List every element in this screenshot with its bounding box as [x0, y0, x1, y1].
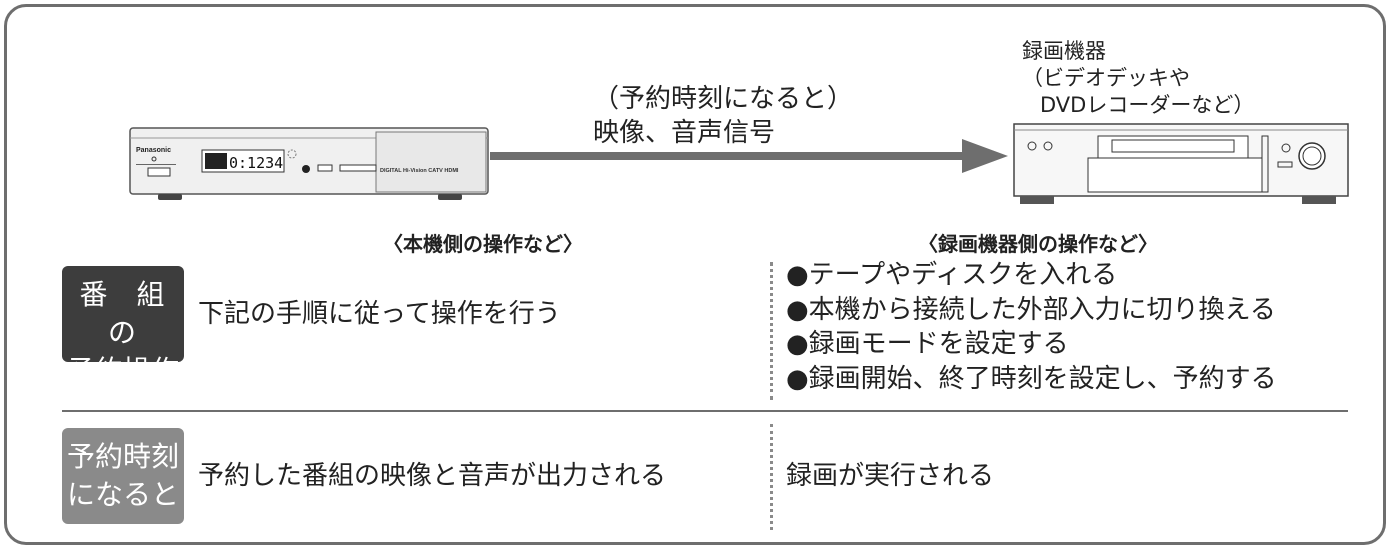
right-column-heading: 〈録画機器側の操作など〉	[918, 232, 1158, 256]
recorder-label-line2: （ビデオデッキや	[1022, 66, 1190, 90]
row-2-left-text: 予約した番組の映像と音声が出力される	[198, 461, 667, 491]
signal-label-line1: （予約時刻になると）	[593, 84, 854, 114]
row-2-right-text: 録画が実行される	[786, 461, 995, 491]
badge-1-line1: 番 組 の	[79, 278, 175, 349]
recorder-label: 録画機器 （ビデオデッキや DVDレコーダーなど）	[1022, 38, 1254, 119]
signal-label: （予約時刻になると） 映像、音声信号	[593, 82, 853, 150]
stb-display: 0:1234	[229, 154, 283, 172]
recorder-step: ●テープやディスクを入れる	[786, 260, 1118, 290]
row-divider	[62, 410, 1348, 412]
badge-1-line2: 予約操作	[66, 354, 179, 387]
row-2-column-separator	[770, 424, 773, 530]
recorder-step: ●録画モードを設定する	[786, 329, 1069, 359]
badge-at-reservation-time: 予約時刻 になると	[62, 428, 184, 524]
stb-brand: Panasonic	[136, 147, 171, 154]
signal-arrow-line	[490, 152, 968, 160]
set-top-box-illustration: Panasonic 0:1234 DIGITAL Hi-Vision CATV …	[129, 127, 489, 200]
recorder-label-line3: DVDレコーダーなど）	[1040, 93, 1255, 117]
row-1-column-separator	[770, 262, 773, 400]
badge-program-reservation: 番 組 の 予約操作	[62, 266, 184, 387]
row-1-left-text: 下記の手順に従って操作を行う	[198, 299, 561, 329]
signal-arrow-head	[962, 139, 1008, 173]
diagram-frame	[4, 4, 1386, 545]
badge-2-line2: になると	[66, 478, 179, 511]
recorder-label-line1: 録画機器	[1022, 39, 1106, 63]
signal-label-line2: 映像、音声信号	[593, 118, 776, 148]
recorder-illustration	[1013, 123, 1349, 204]
stb-panel-text: DIGITAL Hi-Vision CATV HDMI	[380, 168, 459, 174]
recorder-step: ●本機から接続した外部入力に切り換える	[786, 294, 1276, 325]
recorder-step: ●録画開始、終了時刻を設定し、予約する	[786, 363, 1277, 394]
row-1-recorder-steps: ●テープやディスクを入れる ●本機から接続した外部入力に切り換える ●録画モード…	[786, 258, 1277, 396]
badge-2-line1: 予約時刻	[66, 440, 179, 473]
left-column-heading: 〈本機側の操作など〉	[383, 232, 583, 256]
